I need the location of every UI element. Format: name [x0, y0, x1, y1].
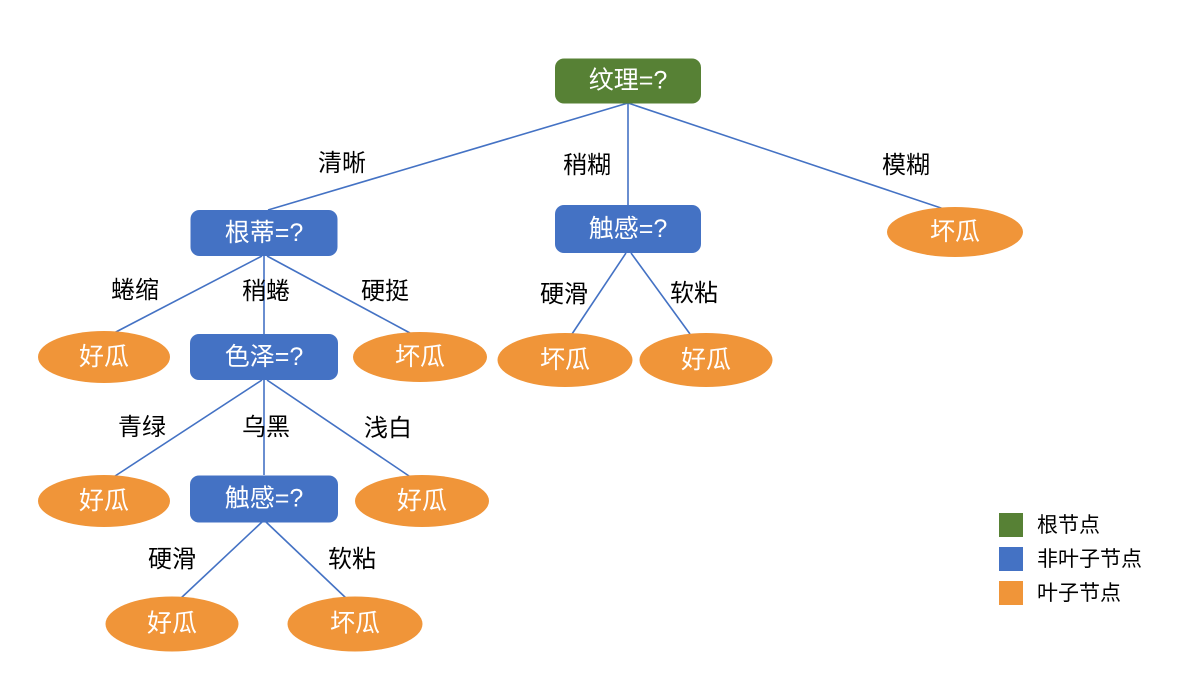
- internal-node-chugan-1: 触感=?: [555, 205, 701, 253]
- edge-line: [571, 252, 627, 335]
- edge-label-yinghua-bot: 硬滑: [148, 546, 196, 573]
- edge-line: [630, 252, 691, 335]
- root-node-texture: 纹理=?: [555, 58, 701, 104]
- internal-node-swatch: [999, 547, 1023, 571]
- internal-node-chugan-2: 触感=?: [190, 475, 338, 523]
- edge-label-ruanzhan-bot: 软粘: [328, 546, 376, 573]
- leaf-node-haogua-bottom: 好瓜: [105, 596, 239, 652]
- edge-line: [267, 102, 629, 211]
- edge-label-qianbai: 浅白: [364, 415, 412, 442]
- leaf-node-huaigua-mid: 坏瓜: [497, 333, 633, 387]
- edge-label-wuhei: 乌黑: [242, 414, 290, 441]
- edge-label-qingxi: 清晰: [318, 150, 366, 177]
- edge-line: [265, 521, 348, 600]
- edge-line: [111, 379, 263, 479]
- root-node-swatch: [999, 513, 1023, 537]
- leaf-node-haogua-l4a: 好瓜: [38, 475, 170, 527]
- edge-line: [627, 102, 945, 210]
- leaf-node-huaigua-l3: 坏瓜: [353, 332, 487, 382]
- edge-label-quansuo: 蜷缩: [111, 277, 159, 304]
- edge-label-shaoquan: 稍蜷: [242, 278, 290, 305]
- edge-line: [266, 255, 411, 334]
- leaf-node-swatch: [999, 581, 1023, 605]
- legend: 根节点 非叶子节点 叶子节点: [999, 513, 1142, 615]
- edge-line: [266, 379, 413, 479]
- edge-line: [179, 521, 263, 600]
- legend-row-leaf: 叶子节点: [999, 581, 1142, 605]
- edge-line: [111, 255, 263, 335]
- legend-label-internal: 非叶子节点: [1037, 547, 1142, 571]
- edge-label-mohu: 模糊: [882, 152, 930, 179]
- leaf-node-huaigua-bottom: 坏瓜: [287, 596, 423, 652]
- legend-row-internal: 非叶子节点: [999, 547, 1142, 571]
- internal-node-gendi: 根蒂=?: [190, 210, 338, 256]
- leaf-node-haogua-l3: 好瓜: [38, 331, 170, 383]
- internal-node-seze: 色泽=?: [190, 334, 338, 380]
- edge-label-qinglv: 青绿: [118, 414, 166, 441]
- leaf-node-haogua-l4b: 好瓜: [355, 475, 489, 527]
- edge-label-yinghua-mid: 硬滑: [540, 281, 588, 308]
- edge-label-yingting: 硬挺: [361, 278, 409, 305]
- leaf-node-haogua-mid: 好瓜: [639, 333, 773, 387]
- leaf-node-huaigua-top: 坏瓜: [887, 207, 1023, 257]
- legend-label-root: 根节点: [1037, 513, 1100, 537]
- edge-label-shaohu: 稍糊: [563, 152, 611, 179]
- legend-row-root: 根节点: [999, 513, 1142, 537]
- legend-label-leaf: 叶子节点: [1037, 581, 1121, 605]
- edge-label-ruanzhan-mid: 软粘: [670, 280, 718, 307]
